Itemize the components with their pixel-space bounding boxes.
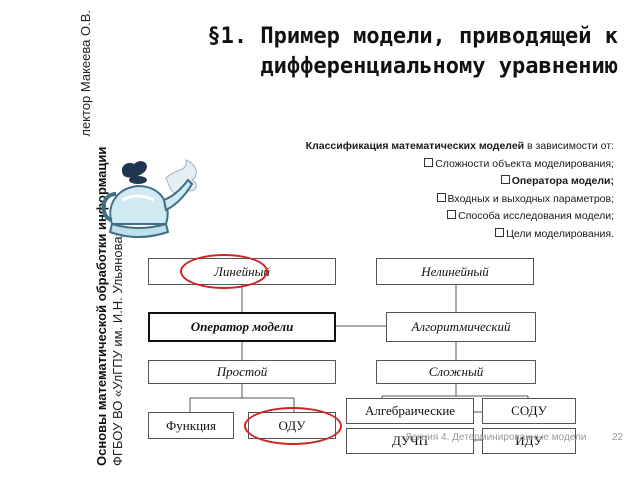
title-line-2: дифференциальному уравнению bbox=[260, 54, 618, 79]
checkbox-icon bbox=[436, 192, 446, 202]
diagram-box-algebraic: Алгебраические bbox=[346, 398, 474, 424]
diagram-box-sode: СОДУ bbox=[482, 398, 576, 424]
diagram-box-simple: Простой bbox=[148, 360, 336, 384]
checkbox-icon bbox=[500, 175, 510, 184]
list-item: Цели моделирования. bbox=[306, 226, 614, 244]
list-item: Входных и выходных параметров; bbox=[306, 191, 614, 209]
classification-heading: Классификация математических моделей в з… bbox=[305, 140, 614, 152]
title-line-1: §1. Пример модели, приводящей к bbox=[207, 24, 618, 49]
list-item: Сложности объекта моделирования; bbox=[306, 156, 614, 174]
slide-title: §1. Пример модели, приводящей к дифферен… bbox=[207, 22, 618, 82]
checkbox-icon bbox=[424, 157, 434, 167]
list-item: Способа исследования модели; bbox=[306, 208, 614, 226]
classification-list: Классификация математических моделей в з… bbox=[306, 138, 614, 243]
diagram-box-operator: Оператор модели bbox=[148, 312, 336, 342]
highlight-ellipse-linear bbox=[180, 254, 268, 289]
highlight-ellipse-ode bbox=[244, 407, 342, 445]
diagram-box-ide: ИДУ bbox=[482, 428, 576, 454]
checkbox-icon bbox=[495, 227, 505, 237]
diagram-box-function: Функция bbox=[148, 412, 234, 439]
diagram-box-pde: ДУЧП bbox=[346, 428, 474, 454]
list-item: Оператора модели; bbox=[306, 173, 614, 191]
diagram-box-nonlinear: Нелинейный bbox=[376, 258, 534, 285]
diagram-box-complex: Сложный bbox=[376, 360, 536, 384]
footer-lecture: Лекция 4. Детерминированные модели bbox=[405, 432, 587, 443]
checkbox-icon bbox=[447, 210, 457, 219]
page-number: 22 bbox=[612, 432, 624, 443]
kettle-icon bbox=[101, 159, 197, 238]
diagram-box-algorithmic: Алгоритмический bbox=[386, 312, 536, 342]
